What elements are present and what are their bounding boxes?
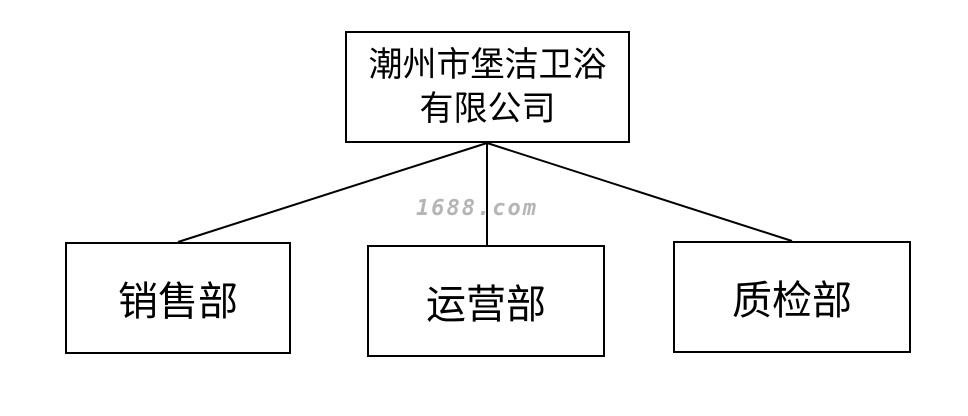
company-name-line2: 有限公司: [419, 89, 556, 129]
department-label-operations: 运营部: [426, 282, 546, 328]
department-node-sales: 销售部: [65, 242, 291, 354]
connector-line-quality: [486, 142, 793, 242]
department-node-operations: 运营部: [367, 245, 605, 357]
watermark-text: 1688.com: [416, 196, 538, 221]
department-label-quality: 质检部: [732, 278, 852, 324]
department-label-sales: 销售部: [118, 279, 238, 325]
department-node-quality: 质检部: [673, 241, 911, 353]
company-name-line1: 潮州市堡洁卫浴: [368, 45, 607, 85]
connector-line-sales: [177, 142, 488, 243]
root-node-company: 潮州市堡洁卫浴 有限公司: [345, 31, 630, 143]
